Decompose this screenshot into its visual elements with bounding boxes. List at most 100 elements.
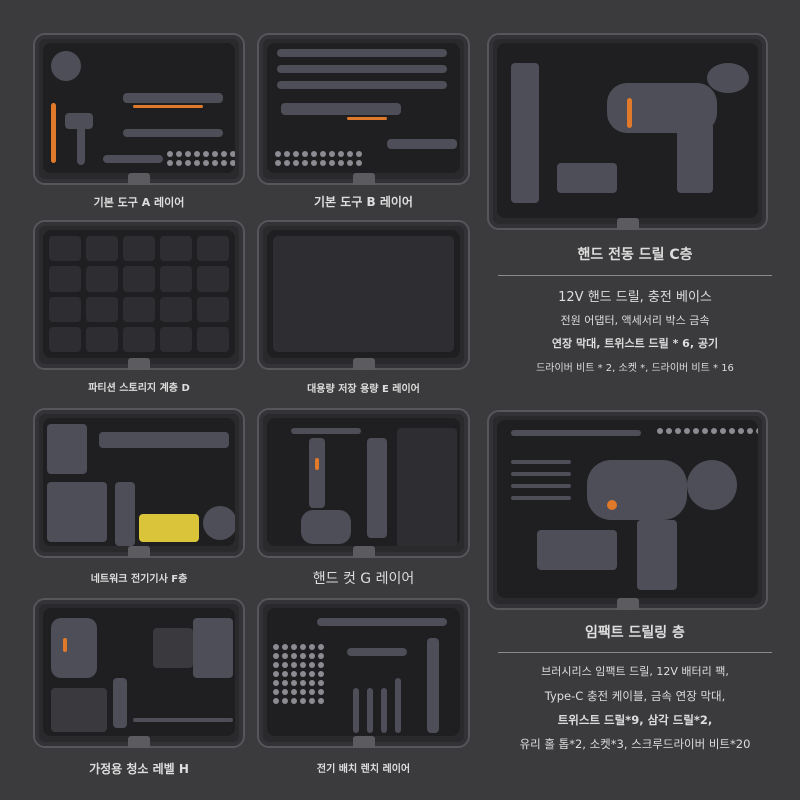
- tray-layer-e: [257, 220, 470, 370]
- saw-blades: [397, 428, 457, 546]
- drill-grip: [637, 520, 677, 590]
- hacksaw-frame: [291, 428, 361, 434]
- tray-tab: [128, 173, 150, 185]
- tray-layer-h: [33, 598, 245, 748]
- socket: [381, 688, 387, 733]
- socket: [367, 688, 373, 733]
- caption-layer-f: 네트워크 전기기사 F층: [90, 574, 188, 585]
- divider: [498, 275, 772, 276]
- tray-wrench-layer: [257, 598, 470, 748]
- battery-pack: [687, 460, 737, 510]
- drill-grip: [677, 123, 713, 193]
- vacuum-body: [51, 618, 97, 678]
- impact-contents-3: 트위스트 드릴*9, 삼각 드릴*2,: [557, 713, 713, 727]
- tray-layer-b: [257, 33, 470, 185]
- bit-set: [275, 151, 362, 166]
- tray-tab: [352, 358, 375, 370]
- caption-layer-d: 파티션 스토리지 계층 D: [88, 383, 190, 394]
- battery-base: [511, 63, 539, 203]
- cable-tester: [47, 482, 107, 542]
- drill-chuck: [537, 530, 617, 570]
- tray-tab: [616, 218, 639, 230]
- tray-layer-g: [257, 408, 470, 558]
- tray-impact-drilling: [487, 410, 768, 610]
- drill-accent: [627, 98, 632, 128]
- impact-contents-1: 브러시리스 임팩트 드릴, 12V 배터리 팩,: [541, 665, 729, 678]
- wrench-accent: [347, 117, 387, 120]
- c-contents-3: 연장 막대, 트위스트 드릴 * 6, 공기: [551, 337, 719, 350]
- pliers: [387, 139, 457, 149]
- bit-set: [273, 644, 324, 704]
- electric-screwdriver: [317, 618, 447, 626]
- caption-layer-g: 핸드 컷 G 레이어: [312, 571, 415, 587]
- drill-chuck: [557, 163, 617, 193]
- divider: [498, 652, 772, 653]
- charger: [707, 63, 749, 93]
- extension-tube: [133, 718, 233, 722]
- wrench: [123, 129, 223, 137]
- impact-contents-2: Type-C 충전 케이블, 금속 연장 막대,: [544, 689, 726, 703]
- bit-set: [167, 151, 235, 166]
- ratchet-wrench: [427, 638, 439, 733]
- nozzle: [113, 678, 127, 728]
- c-contents-2: 전원 어댑터, 액세서리 박스 금속: [560, 314, 710, 327]
- filter: [153, 628, 193, 668]
- drill-bit: [395, 678, 401, 733]
- socket-bar: [347, 648, 407, 656]
- drill-accent: [607, 500, 617, 510]
- bit-driver: [103, 155, 163, 163]
- hammer-handle: [77, 125, 85, 165]
- twist-drill: [511, 496, 571, 500]
- partition-grid: [49, 236, 229, 352]
- vacuum-brush: [51, 688, 107, 732]
- vacuum-accent: [63, 638, 67, 652]
- screwdriver: [277, 65, 447, 73]
- c-contents-1: 12V 핸드 드릴, 충전 베이스: [558, 290, 712, 305]
- caption-impact-drilling: 임팩트 드릴링 층: [585, 625, 685, 641]
- twist-drill: [511, 460, 571, 464]
- impact-contents-4: 유리 홀 톱*2, 소켓*3, 스크루드라이버 비트*20: [519, 737, 751, 751]
- bit-set: [657, 428, 758, 434]
- c-contents-4: 드라이버 비트 * 2, 소켓 *, 드라이버 비트 * 16: [536, 363, 734, 374]
- tray-layer-f: [33, 408, 245, 558]
- twist-drill: [511, 484, 571, 488]
- socket: [353, 688, 359, 733]
- tray-layer-c: [487, 33, 768, 230]
- tray-tab: [352, 173, 375, 185]
- saw-handle: [309, 438, 325, 508]
- tray-tab: [352, 736, 375, 748]
- caption-layer-c: 핸드 전동 드릴 C층: [577, 247, 693, 263]
- tray-tab: [128, 546, 150, 558]
- hammer: [65, 113, 93, 129]
- caption-layer-e: 대용량 저장 용량 E 레이어: [307, 384, 420, 395]
- storage-compartment: [273, 236, 454, 352]
- tray-tab: [352, 546, 375, 558]
- tray-layer-a: [33, 33, 245, 185]
- twist-drill: [511, 472, 571, 476]
- screwdriver: [277, 49, 447, 57]
- extension-bar: [511, 430, 641, 436]
- tester-module: [115, 482, 135, 546]
- pliers: [123, 93, 223, 103]
- tape-roll: [203, 506, 235, 540]
- caption-layer-h: 가정용 청소 레벨 H: [89, 762, 189, 776]
- tray-tab: [128, 736, 150, 748]
- screwdriver: [51, 103, 56, 163]
- tape-measure: [51, 51, 81, 81]
- network-tester: [47, 424, 87, 474]
- caption-layer-b: 기본 도구 B 레이어: [314, 195, 413, 209]
- utility-knife: [367, 438, 387, 538]
- dust-cup: [193, 618, 233, 678]
- caption-layer-a: 기본 도구 A 레이어: [93, 196, 185, 209]
- screwdriver: [277, 81, 447, 89]
- pliers-accent: [133, 105, 203, 108]
- scissors: [301, 510, 351, 544]
- crimping-tool: [99, 432, 229, 448]
- tray-tab: [616, 598, 639, 610]
- bit-holder: [139, 514, 199, 542]
- saw-accent: [315, 458, 319, 470]
- adjustable-wrench: [281, 103, 401, 115]
- tray-layer-d: [33, 220, 245, 370]
- impact-drill: [587, 460, 687, 520]
- tray-tab: [128, 358, 150, 370]
